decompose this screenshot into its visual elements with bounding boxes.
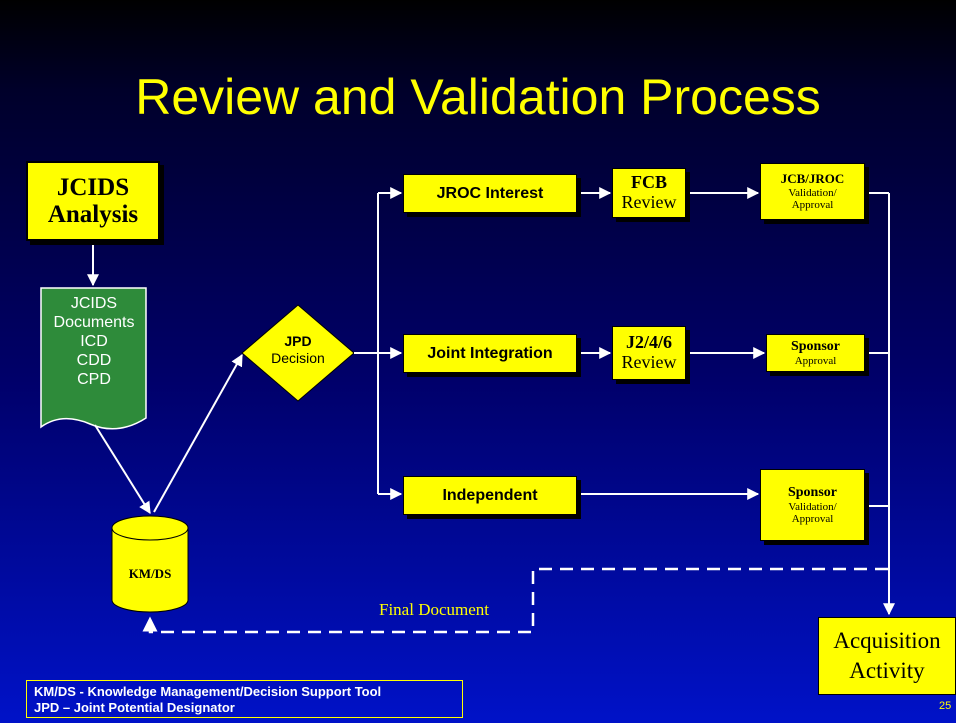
jroc-interest-box: JROC Interest bbox=[403, 174, 577, 213]
j246-review-line2: Review bbox=[621, 352, 677, 372]
kmds-cylinder bbox=[111, 515, 189, 613]
doc-line-4: CDD bbox=[76, 352, 112, 369]
doc-line-1: JCIDS bbox=[70, 295, 118, 312]
final-document-label: Final Document bbox=[379, 600, 490, 619]
sponsor-approval-box: Sponsor Approval bbox=[766, 334, 865, 372]
fcb-review-line1: FCB bbox=[631, 172, 667, 193]
acquisition-line1: Acquisition bbox=[833, 628, 941, 654]
legend-line-2: JPD – Joint Potential Designator bbox=[34, 700, 235, 715]
j246-review-line1: J2/4/6 bbox=[625, 332, 672, 353]
page-number: 25 bbox=[939, 700, 952, 712]
jpd-decision-line2: Decision bbox=[271, 349, 325, 366]
joint-integration-box: Joint Integration bbox=[403, 334, 577, 373]
kmds-label: KM/DS bbox=[128, 566, 172, 581]
fcb-review-line2: Review bbox=[621, 192, 677, 212]
legend-line-1: KM/DS - Knowledge Management/Decision Su… bbox=[34, 684, 382, 699]
acquisition-activity-box: Acquisition Activity bbox=[818, 617, 956, 695]
connector-kmds-to-decision bbox=[153, 353, 243, 513]
jcb-jroc-approval-box: JCB/JROC Validation/ Approval bbox=[760, 163, 865, 220]
fcb-review-box: FCB Review bbox=[612, 168, 686, 218]
jcids-documents: JCIDS Documents ICD CDD CPD bbox=[41, 294, 147, 389]
jcb-jroc-line3: Approval bbox=[791, 198, 834, 211]
doc-line-2: Documents bbox=[53, 314, 135, 331]
jpd-decision-label: JPD Decision bbox=[242, 333, 354, 367]
acquisition-line2: Activity bbox=[849, 658, 925, 683]
sponsor-validation-box: Sponsor Validation/ Approval bbox=[760, 469, 865, 541]
doc-line-5: CPD bbox=[77, 371, 111, 388]
jcids-analysis-line2: Analysis bbox=[47, 201, 139, 228]
acronym-legend: KM/DS - Knowledge Management/Decision Su… bbox=[26, 680, 463, 718]
slide-title: Review and Validation Process bbox=[135, 69, 821, 125]
connector-docs-to-kmds bbox=[94, 424, 151, 515]
jcids-analysis-line1: JCIDS bbox=[56, 173, 130, 201]
final-document-return bbox=[142, 567, 888, 634]
jpd-decision-line1: JPD bbox=[284, 333, 312, 349]
doc-line-3: ICD bbox=[80, 333, 108, 350]
jpd-decision-diamond bbox=[241, 304, 355, 402]
independent-box: Independent bbox=[403, 476, 577, 515]
sponsor-validation-line3: Approval bbox=[791, 512, 834, 525]
sponsor-validation-line2: Validation/ bbox=[788, 500, 837, 513]
document-shape bbox=[40, 287, 147, 430]
jcb-jroc-line1: JCB/JROC bbox=[780, 171, 845, 187]
jcb-jroc-line2: Validation/ bbox=[788, 186, 837, 199]
sponsor-validation-line1: Sponsor bbox=[787, 485, 838, 501]
sponsor-approval-line2: Approval bbox=[794, 354, 837, 367]
sponsor-approval-line1: Sponsor bbox=[790, 339, 841, 355]
j246-review-box: J2/4/6 Review bbox=[612, 326, 686, 380]
jcids-analysis-box: JCIDS Analysis bbox=[26, 161, 160, 241]
